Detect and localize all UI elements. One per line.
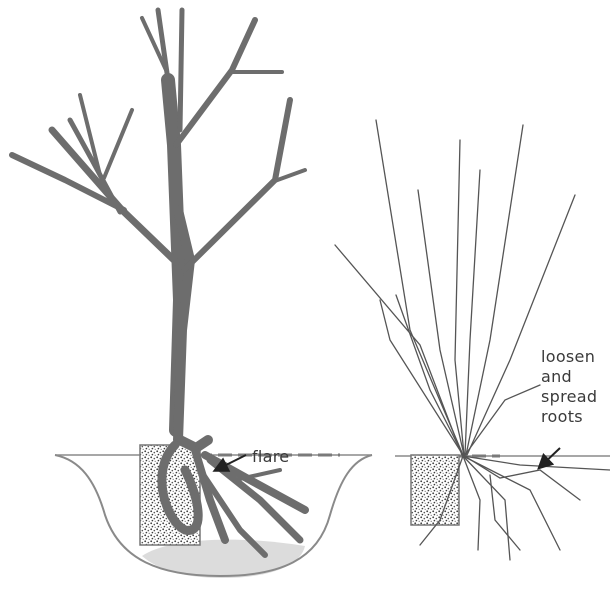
loosen-label-line-4: roots <box>541 407 597 427</box>
grass-root-ball <box>411 455 459 525</box>
bare-root-tree <box>12 10 305 555</box>
loosen-label-line-3: spread <box>541 387 597 407</box>
loosen-label-line-1: loosen <box>541 347 597 367</box>
loosen-label-line-2: and <box>541 367 597 387</box>
loosen-label-block: loosen and spread roots <box>541 347 597 427</box>
loosen-arrow <box>540 448 560 467</box>
ornamental-grass <box>335 120 610 560</box>
flare-label: flare <box>252 447 289 467</box>
